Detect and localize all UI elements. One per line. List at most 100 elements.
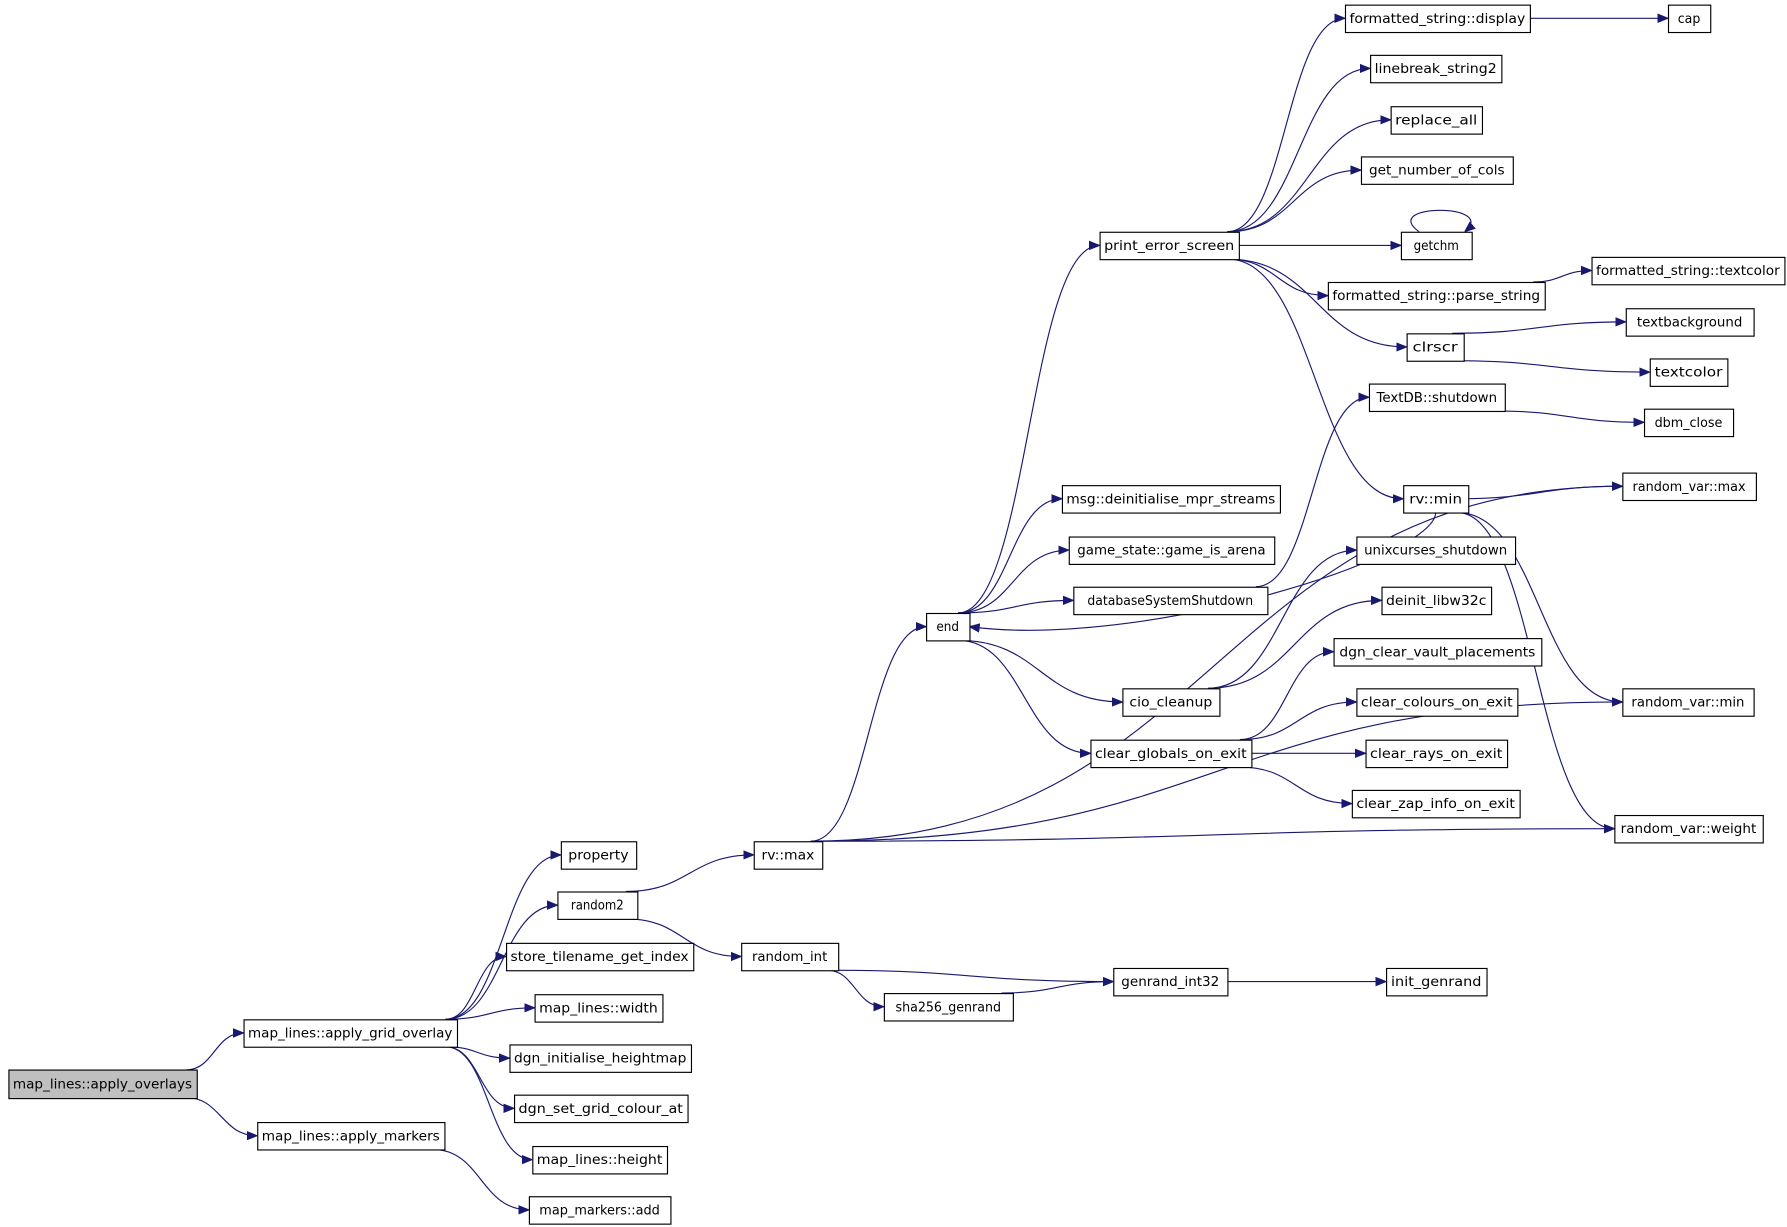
- edge-random2-to-rv_max: [625, 855, 754, 893]
- node-clear_colours[interactable]: clear_colours_on_exit: [1356, 688, 1519, 717]
- edge-rv_min-to-rvar_weight: [1456, 511, 1615, 828]
- node-box: [557, 891, 639, 920]
- node-sha256_genrand[interactable]: sha256_genrand: [883, 993, 1014, 1022]
- node-dbm_close[interactable]: dbm_close: [1643, 408, 1735, 438]
- node-box: [1403, 485, 1470, 514]
- node-clear_zap[interactable]: clear_zap_info_on_exit: [1351, 789, 1521, 819]
- node-box: [528, 1196, 672, 1225]
- node-dgn_initialise_heightmap[interactable]: dgn_initialise_heightmap: [509, 1044, 693, 1073]
- node-ml_width[interactable]: map_lines::width: [534, 994, 664, 1023]
- node-cap[interactable]: cap: [1667, 4, 1712, 34]
- node-label: databaseSystemShutdown: [1087, 594, 1253, 609]
- edge-apply_grid_overlay-to-ml_width: [445, 1008, 535, 1020]
- node-textbackground[interactable]: textbackground: [1625, 308, 1755, 337]
- node-label: map_lines::width: [539, 1001, 658, 1016]
- edge-fs_parse-to-fs_textcolor: [1533, 271, 1591, 283]
- edge-print_error_screen-to-fs_parse: [1227, 258, 1327, 296]
- node-box: [883, 993, 1014, 1022]
- node-box: [1406, 333, 1465, 362]
- node-replace_all[interactable]: replace_all: [1390, 106, 1484, 135]
- node-box: [534, 994, 664, 1023]
- node-label: random_int: [752, 950, 827, 965]
- node-textcolor[interactable]: textcolor: [1649, 358, 1729, 387]
- node-dgn_set_grid_colour_at[interactable]: dgn_set_grid_colour_at: [513, 1094, 689, 1124]
- node-box: [1667, 4, 1712, 34]
- node-box: [1622, 688, 1755, 717]
- node-label: dbm_close: [1655, 416, 1723, 431]
- node-print_error_screen[interactable]: print_error_screen: [1099, 231, 1240, 261]
- node-clear_globals[interactable]: clear_globals_on_exit: [1090, 739, 1253, 769]
- edge-rv_max-to-rvar_weight: [810, 829, 1615, 842]
- node-box: [1643, 408, 1735, 438]
- node-box: [1099, 231, 1240, 261]
- node-box: [1351, 789, 1521, 819]
- node-cio_cleanup[interactable]: cio_cleanup: [1122, 688, 1221, 717]
- node-label: map_lines::apply_grid_overlay: [248, 1027, 453, 1042]
- node-box: [1333, 638, 1543, 667]
- node-label: clear_zap_info_on_exit: [1356, 797, 1515, 812]
- node-msg_deinit[interactable]: msg::deinitialise_mpr_streams: [1061, 485, 1282, 514]
- node-clrscr[interactable]: clrscr: [1406, 333, 1465, 362]
- node-label: cio_cleanup: [1129, 696, 1212, 711]
- node-label: dgn_clear_vault_placements: [1339, 645, 1535, 660]
- node-game_is_arena[interactable]: game_state::game_is_arena: [1068, 536, 1276, 565]
- node-store_tilename_get_index[interactable]: store_tilename_get_index: [505, 942, 695, 972]
- node-linebreak[interactable]: linebreak_string2: [1370, 54, 1503, 84]
- node-ml_height[interactable]: map_lines::height: [532, 1145, 669, 1175]
- node-label: rv::max: [762, 848, 815, 863]
- node-label: getchm: [1414, 239, 1459, 254]
- node-label: clear_rays_on_exit: [1370, 747, 1502, 762]
- node-dgn_clear_vault[interactable]: dgn_clear_vault_placements: [1333, 638, 1543, 667]
- edge-print_error_screen-to-clrscr: [1227, 258, 1406, 347]
- node-fs_display[interactable]: formatted_string::display: [1344, 4, 1531, 34]
- node-box: [513, 1094, 689, 1124]
- node-mm_add[interactable]: map_markers::add: [528, 1196, 672, 1225]
- edge-print_error_screen-to-fs_display: [1227, 18, 1345, 233]
- node-rvar_weight[interactable]: random_var::weight: [1614, 814, 1764, 844]
- node-label: textcolor: [1655, 366, 1724, 381]
- node-fs_textcolor[interactable]: formatted_string::textcolor: [1591, 256, 1786, 286]
- node-label: formatted_string::textcolor: [1596, 264, 1780, 279]
- node-init_genrand[interactable]: init_genrand: [1386, 967, 1488, 997]
- node-random2[interactable]: random2: [557, 891, 639, 920]
- node-box: [1400, 231, 1473, 261]
- node-apply_grid_overlay[interactable]: map_lines::apply_grid_overlay: [243, 1019, 459, 1048]
- node-unixcurses[interactable]: unixcurses_shutdown: [1356, 536, 1517, 565]
- node-genrand_int32[interactable]: genrand_int32: [1113, 967, 1229, 997]
- node-box: [1356, 688, 1519, 717]
- node-label: msg::deinitialise_mpr_streams: [1066, 492, 1275, 507]
- node-rv_min[interactable]: rv::min: [1403, 485, 1470, 514]
- node-box: [1356, 536, 1517, 565]
- node-get_cols[interactable]: get_number_of_cols: [1360, 156, 1514, 185]
- node-end[interactable]: end: [926, 612, 971, 642]
- node-label: store_tilename_get_index: [511, 950, 689, 965]
- node-getchm[interactable]: getchm: [1400, 231, 1473, 261]
- node-apply_overlays[interactable]: map_lines::apply_overlays: [8, 1069, 198, 1100]
- edge-print_error_screen-to-replace_all: [1227, 120, 1390, 233]
- node-property[interactable]: property: [560, 841, 638, 870]
- node-label: init_genrand: [1391, 975, 1481, 990]
- edge-rv_min-to-rvar_min: [1456, 511, 1623, 701]
- edge-end-to-cio_cleanup: [957, 639, 1122, 702]
- edge-clrscr-to-textbackground: [1452, 322, 1625, 334]
- node-box: [1591, 256, 1786, 286]
- node-fs_parse[interactable]: formatted_string::parse_string: [1327, 281, 1546, 311]
- node-box: [1122, 688, 1221, 717]
- node-db_shutdown[interactable]: databaseSystemShutdown: [1073, 586, 1269, 616]
- node-textdb_shutdown[interactable]: TextDB::shutdown: [1368, 383, 1506, 413]
- node-rv_max[interactable]: rv::max: [753, 841, 824, 870]
- node-label: textbackground: [1637, 315, 1742, 330]
- node-clear_rays[interactable]: clear_rays_on_exit: [1365, 739, 1509, 769]
- node-label: replace_all: [1395, 113, 1477, 128]
- node-label: random_var::max: [1633, 480, 1746, 495]
- node-rvar_max[interactable]: random_var::max: [1622, 472, 1757, 502]
- node-label: linebreak_string2: [1375, 62, 1497, 77]
- node-box: [1386, 967, 1488, 997]
- node-rvar_min[interactable]: random_var::min: [1622, 688, 1755, 717]
- node-label: random_var::min: [1631, 696, 1744, 711]
- node-apply_markers[interactable]: map_lines::apply_markers: [257, 1121, 446, 1151]
- node-deinit_libw32c[interactable]: deinit_libw32c: [1381, 586, 1493, 616]
- node-box: [1614, 814, 1764, 844]
- node-random_int[interactable]: random_int: [741, 942, 840, 972]
